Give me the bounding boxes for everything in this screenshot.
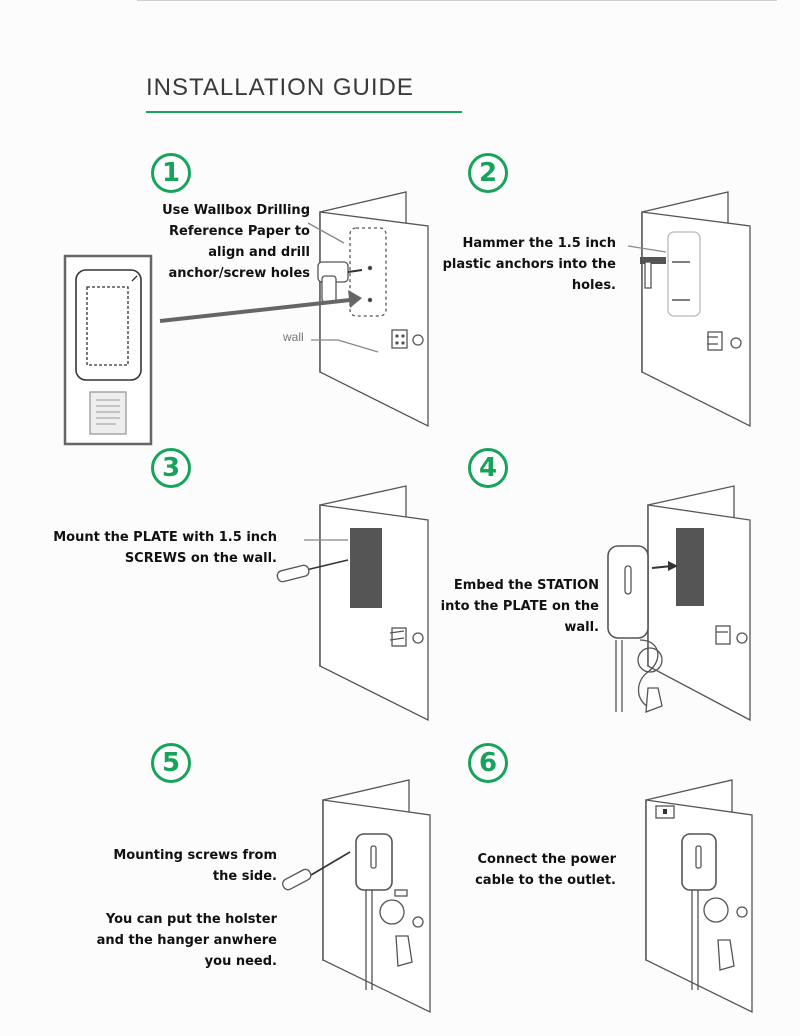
page-title: INSTALLATION GUIDE <box>146 74 414 101</box>
step-5-extra-line: and the hanger anwhere <box>96 933 277 948</box>
screwdriver-icon <box>282 851 351 891</box>
step-5-line: the side. <box>212 869 277 884</box>
step-5-extra-line: You can put the holster <box>105 912 277 927</box>
step-6-line: Connect the power <box>477 852 616 867</box>
step-1-text: Use Wallbox Drilling Reference Paper to … <box>162 200 310 284</box>
step-2-line: plastic anchors into the <box>442 257 616 272</box>
step-6-badge: 6 <box>468 743 508 783</box>
step-6-text: Connect the power cable to the outlet. <box>475 849 616 891</box>
top-divider <box>137 0 777 1</box>
step-1-line: anchor/screw holes <box>168 266 310 281</box>
step-5-line: Mounting screws from <box>113 848 277 863</box>
step-3-line: SCREWS on the wall. <box>124 551 277 566</box>
step-3-badge: 3 <box>151 448 191 488</box>
step-3-text: Mount the PLATE with 1.5 inch SCREWS on … <box>53 527 277 569</box>
step-2-line: Hammer the 1.5 inch <box>462 236 616 251</box>
step-2-text: Hammer the 1.5 inch plastic anchors into… <box>443 233 616 296</box>
step-5-badge: 5 <box>151 743 191 783</box>
step-4-line: into the PLATE on the <box>440 599 599 614</box>
step-1-wall-illustration <box>307 191 429 428</box>
step-5-text: Mounting screws from the side. <box>113 845 277 887</box>
step-1-line: align and drill <box>208 245 310 260</box>
step-5-extra-line: you need. <box>204 954 277 969</box>
step-6-line: cable to the outlet. <box>475 873 616 888</box>
step-3-line: Mount the PLATE with 1.5 inch <box>53 530 277 545</box>
hammer-icon <box>640 257 666 289</box>
title-underline <box>146 111 462 113</box>
step-4-line: Embed the STATION <box>453 578 599 593</box>
step-1-badge: 1 <box>151 153 191 193</box>
reference-paper-inset <box>63 254 153 446</box>
step-1-line: Use Wallbox Drilling <box>162 203 310 218</box>
step-5-extra-text: You can put the holster and the hanger a… <box>97 909 277 972</box>
step-4-badge: 4 <box>468 448 508 488</box>
step-2-line: holes. <box>571 278 616 293</box>
drill-icon <box>317 261 363 303</box>
step-4-wall-illustration <box>647 485 751 722</box>
step-5-wall-illustration <box>322 779 431 1014</box>
step-4-text: Embed the STATION into the PLATE on the … <box>441 575 599 638</box>
charging-station-icon <box>607 545 663 713</box>
step-2-badge: 2 <box>468 153 508 193</box>
step-4-line: wall. <box>564 620 599 635</box>
screwdriver-icon <box>276 559 349 583</box>
step-2-wall-illustration <box>627 191 751 428</box>
step-3-wall-illustration <box>304 485 429 722</box>
step-6-wall-illustration <box>645 779 753 1014</box>
arrow-icon <box>159 290 362 323</box>
wall-label: wall <box>283 330 304 344</box>
step-1-line: Reference Paper to <box>169 224 310 239</box>
